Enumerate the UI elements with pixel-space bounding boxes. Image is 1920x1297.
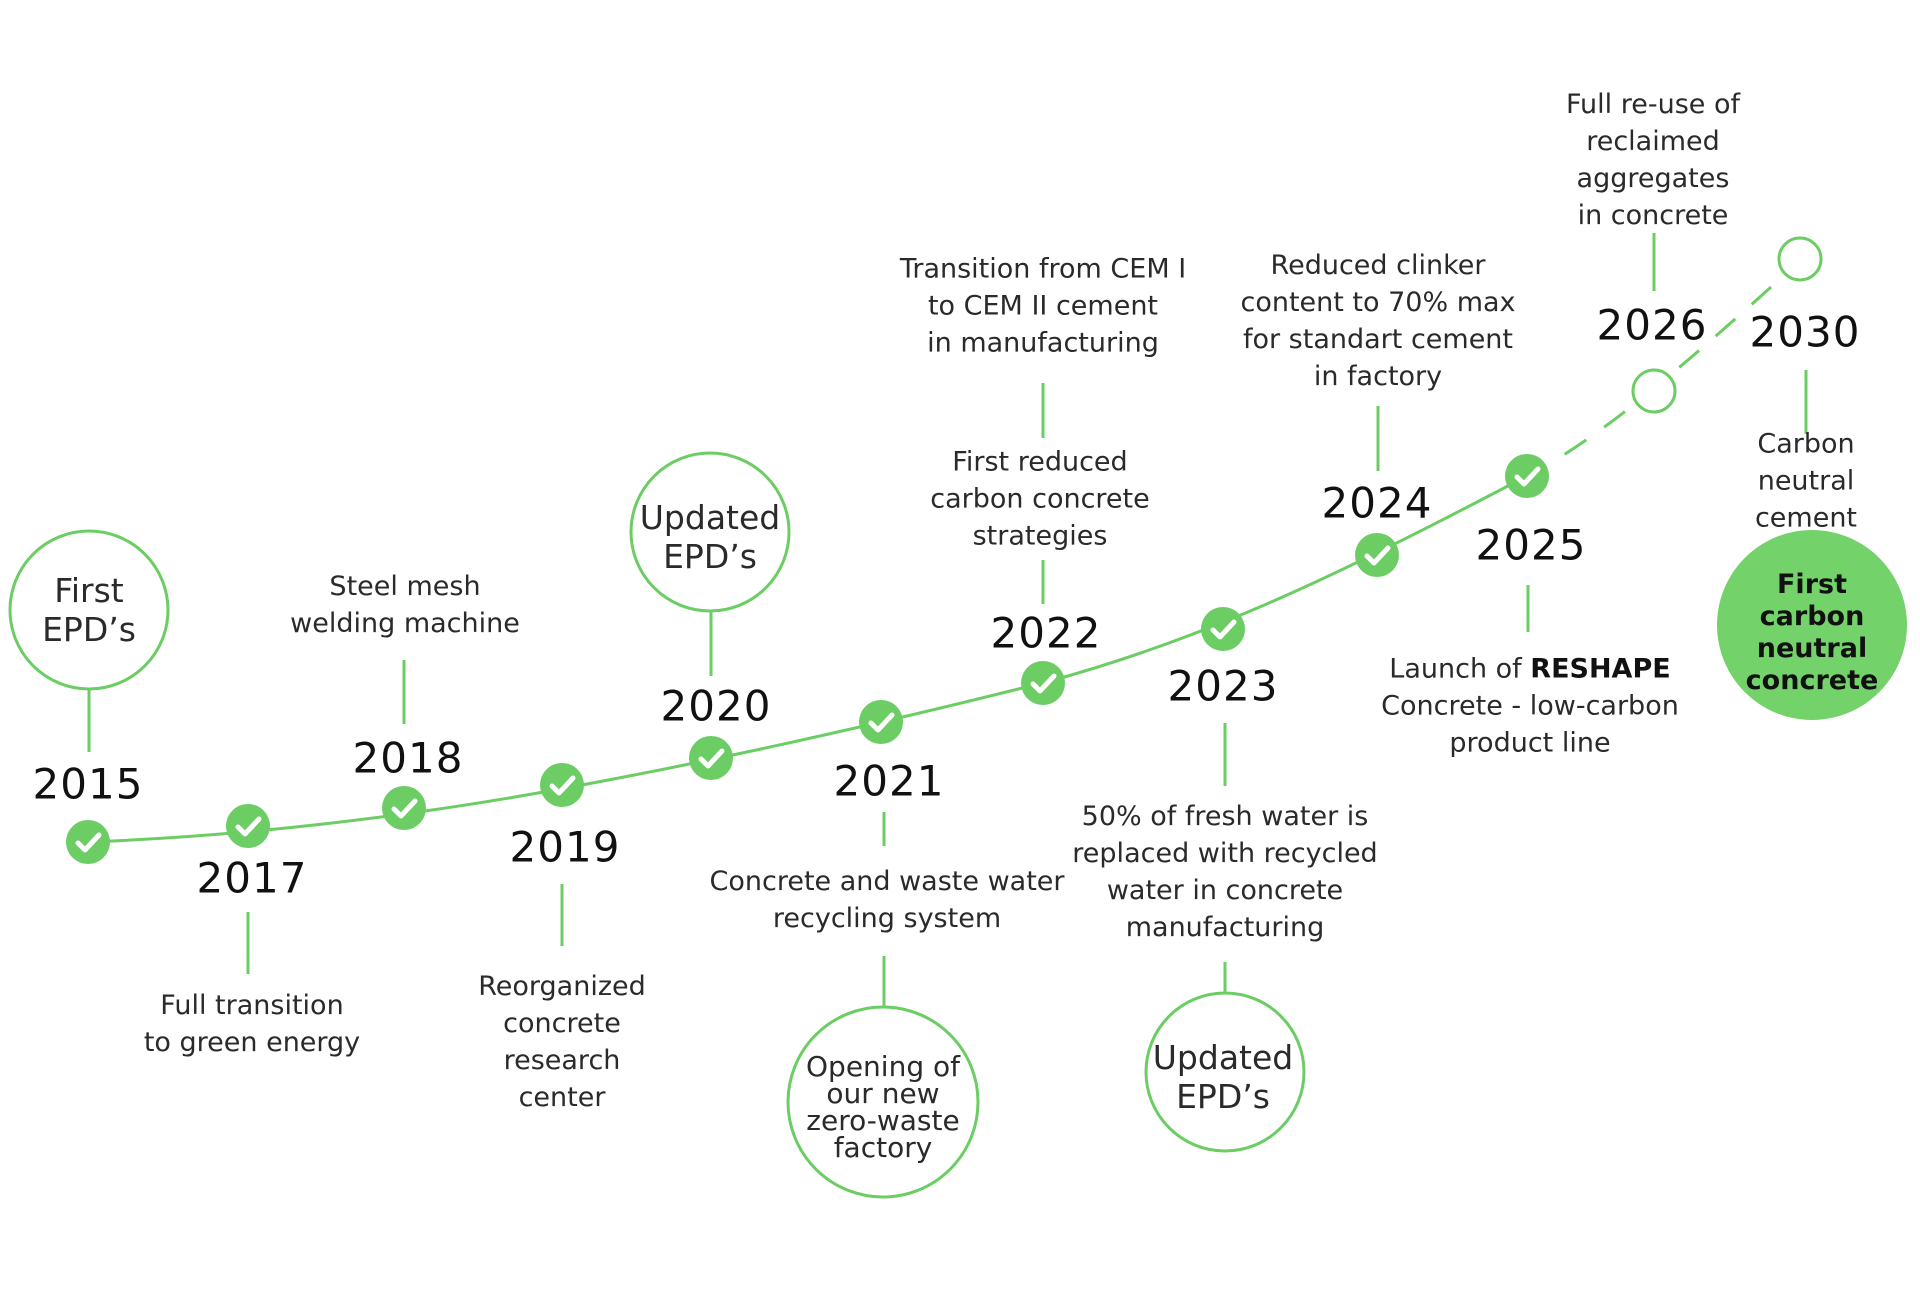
badge-text-2030: First carbon neutral concrete — [1745, 569, 1879, 696]
year-2019: 2019 — [509, 822, 621, 872]
year-2023: 2023 — [1167, 661, 1279, 711]
year-2020: 2020 — [660, 681, 772, 731]
outline-circle-2023 — [1144, 991, 1306, 1153]
year-2024: 2024 — [1321, 478, 1433, 528]
label-2024: Reduced clinker content to 70% max for s… — [1240, 250, 1516, 392]
check-node-2022 — [1021, 661, 1065, 705]
label-2017: Full transition to green energy — [143, 990, 361, 1058]
outline-circle-2021 — [786, 1005, 980, 1199]
year-2017: 2017 — [196, 853, 308, 903]
year-2022: 2022 — [990, 608, 1102, 658]
label-2022-top: Transition from CEM I to CEM II cement i… — [899, 253, 1187, 359]
check-node-2019 — [540, 763, 584, 807]
timeline-nodes — [66, 236, 1823, 864]
check-node-2017 — [226, 804, 270, 848]
label-2025-bold: RESHAPE — [1530, 653, 1671, 685]
label-2021: Concrete and waste water recycling syste… — [709, 866, 1065, 934]
year-2025: 2025 — [1475, 520, 1587, 570]
year-2015: 2015 — [32, 759, 144, 809]
timeline-curve — [87, 476, 1524, 844]
label-2025-rest: Concrete - low-carbon product line — [1381, 690, 1679, 759]
label-2022: First reduced carbon concrete strategies — [930, 446, 1150, 552]
future-node-2030 — [1777, 236, 1823, 282]
check-node-2015 — [66, 820, 110, 864]
circle-text-2023: Updated EPD’s — [1152, 1038, 1294, 1116]
year-2018: 2018 — [352, 733, 464, 783]
outline-circle-2015 — [8, 529, 170, 691]
circle-text-2015: First EPD’s — [42, 571, 136, 649]
circle-text-2020: Updated EPD’s — [639, 498, 781, 576]
future-node-2026 — [1631, 368, 1677, 414]
label-2026: Full re-use of reclaimed aggregates in c… — [1565, 89, 1740, 231]
label-2025-prefix: Launch of — [1389, 653, 1531, 685]
check-icon — [1514, 466, 1541, 487]
check-icon — [235, 816, 262, 837]
label-2025: Launch of RESHAPE Concrete - low-carbon … — [1381, 651, 1679, 762]
check-icon — [868, 712, 895, 733]
year-2021: 2021 — [833, 756, 945, 806]
check-node-2025 — [1505, 454, 1549, 498]
check-node-2024 — [1355, 533, 1399, 577]
check-icon — [698, 748, 725, 769]
year-2030: 2030 — [1749, 307, 1861, 357]
check-icon — [391, 798, 418, 819]
check-icon — [1210, 619, 1237, 640]
check-icon — [75, 832, 102, 853]
check-icon — [549, 775, 576, 796]
carbon-neutral-badge — [1717, 530, 1907, 720]
label-2019: Reorganized concrete research center — [478, 971, 646, 1113]
outline-circle-2020 — [629, 451, 791, 613]
label-2018: Steel mesh welding machine — [290, 571, 520, 639]
circle-text-2021: Opening of our new zero-waste factory — [806, 1050, 960, 1164]
check-node-2023 — [1201, 607, 1245, 651]
check-node-2018 — [382, 786, 426, 830]
outline-circles — [8, 451, 1306, 1199]
check-icon — [1364, 545, 1391, 566]
label-2030: Carbon neutral cement — [1754, 428, 1858, 534]
check-node-2020 — [689, 736, 733, 780]
year-2026: 2026 — [1596, 300, 1708, 350]
check-node-2021 — [859, 700, 903, 744]
label-2023: 50% of fresh water is replaced with recy… — [1072, 801, 1378, 943]
check-icon — [1030, 673, 1057, 694]
connectors — [87, 233, 1808, 1006]
